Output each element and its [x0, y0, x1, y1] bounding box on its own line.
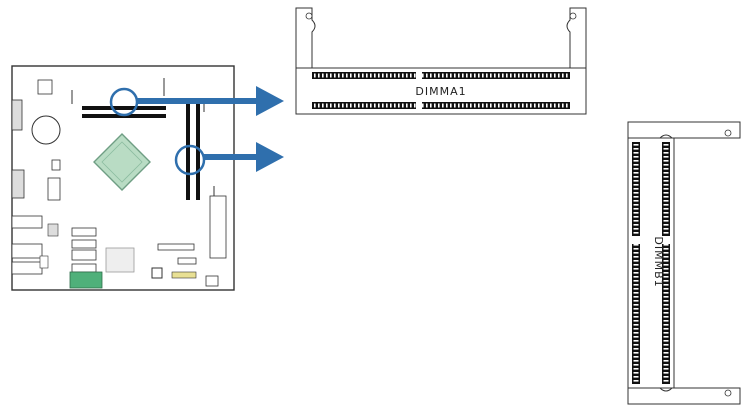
pin-row	[312, 71, 570, 80]
arrow-right-icon	[136, 86, 284, 116]
arrow-right-icon	[204, 142, 284, 172]
dimmb1-slot: DIMMB1	[627, 121, 741, 405]
cpu-chip	[93, 133, 151, 191]
pin-row	[661, 142, 671, 384]
dimmb1-label: DIMMB1	[652, 236, 665, 287]
dimma1-slot: DIMMA1	[295, 7, 587, 115]
power-connector	[69, 271, 103, 289]
board-dimmb-slot	[186, 104, 200, 200]
dimma1-label: DIMMA1	[415, 85, 466, 98]
pin-row	[312, 101, 570, 110]
pin-row	[631, 142, 641, 384]
